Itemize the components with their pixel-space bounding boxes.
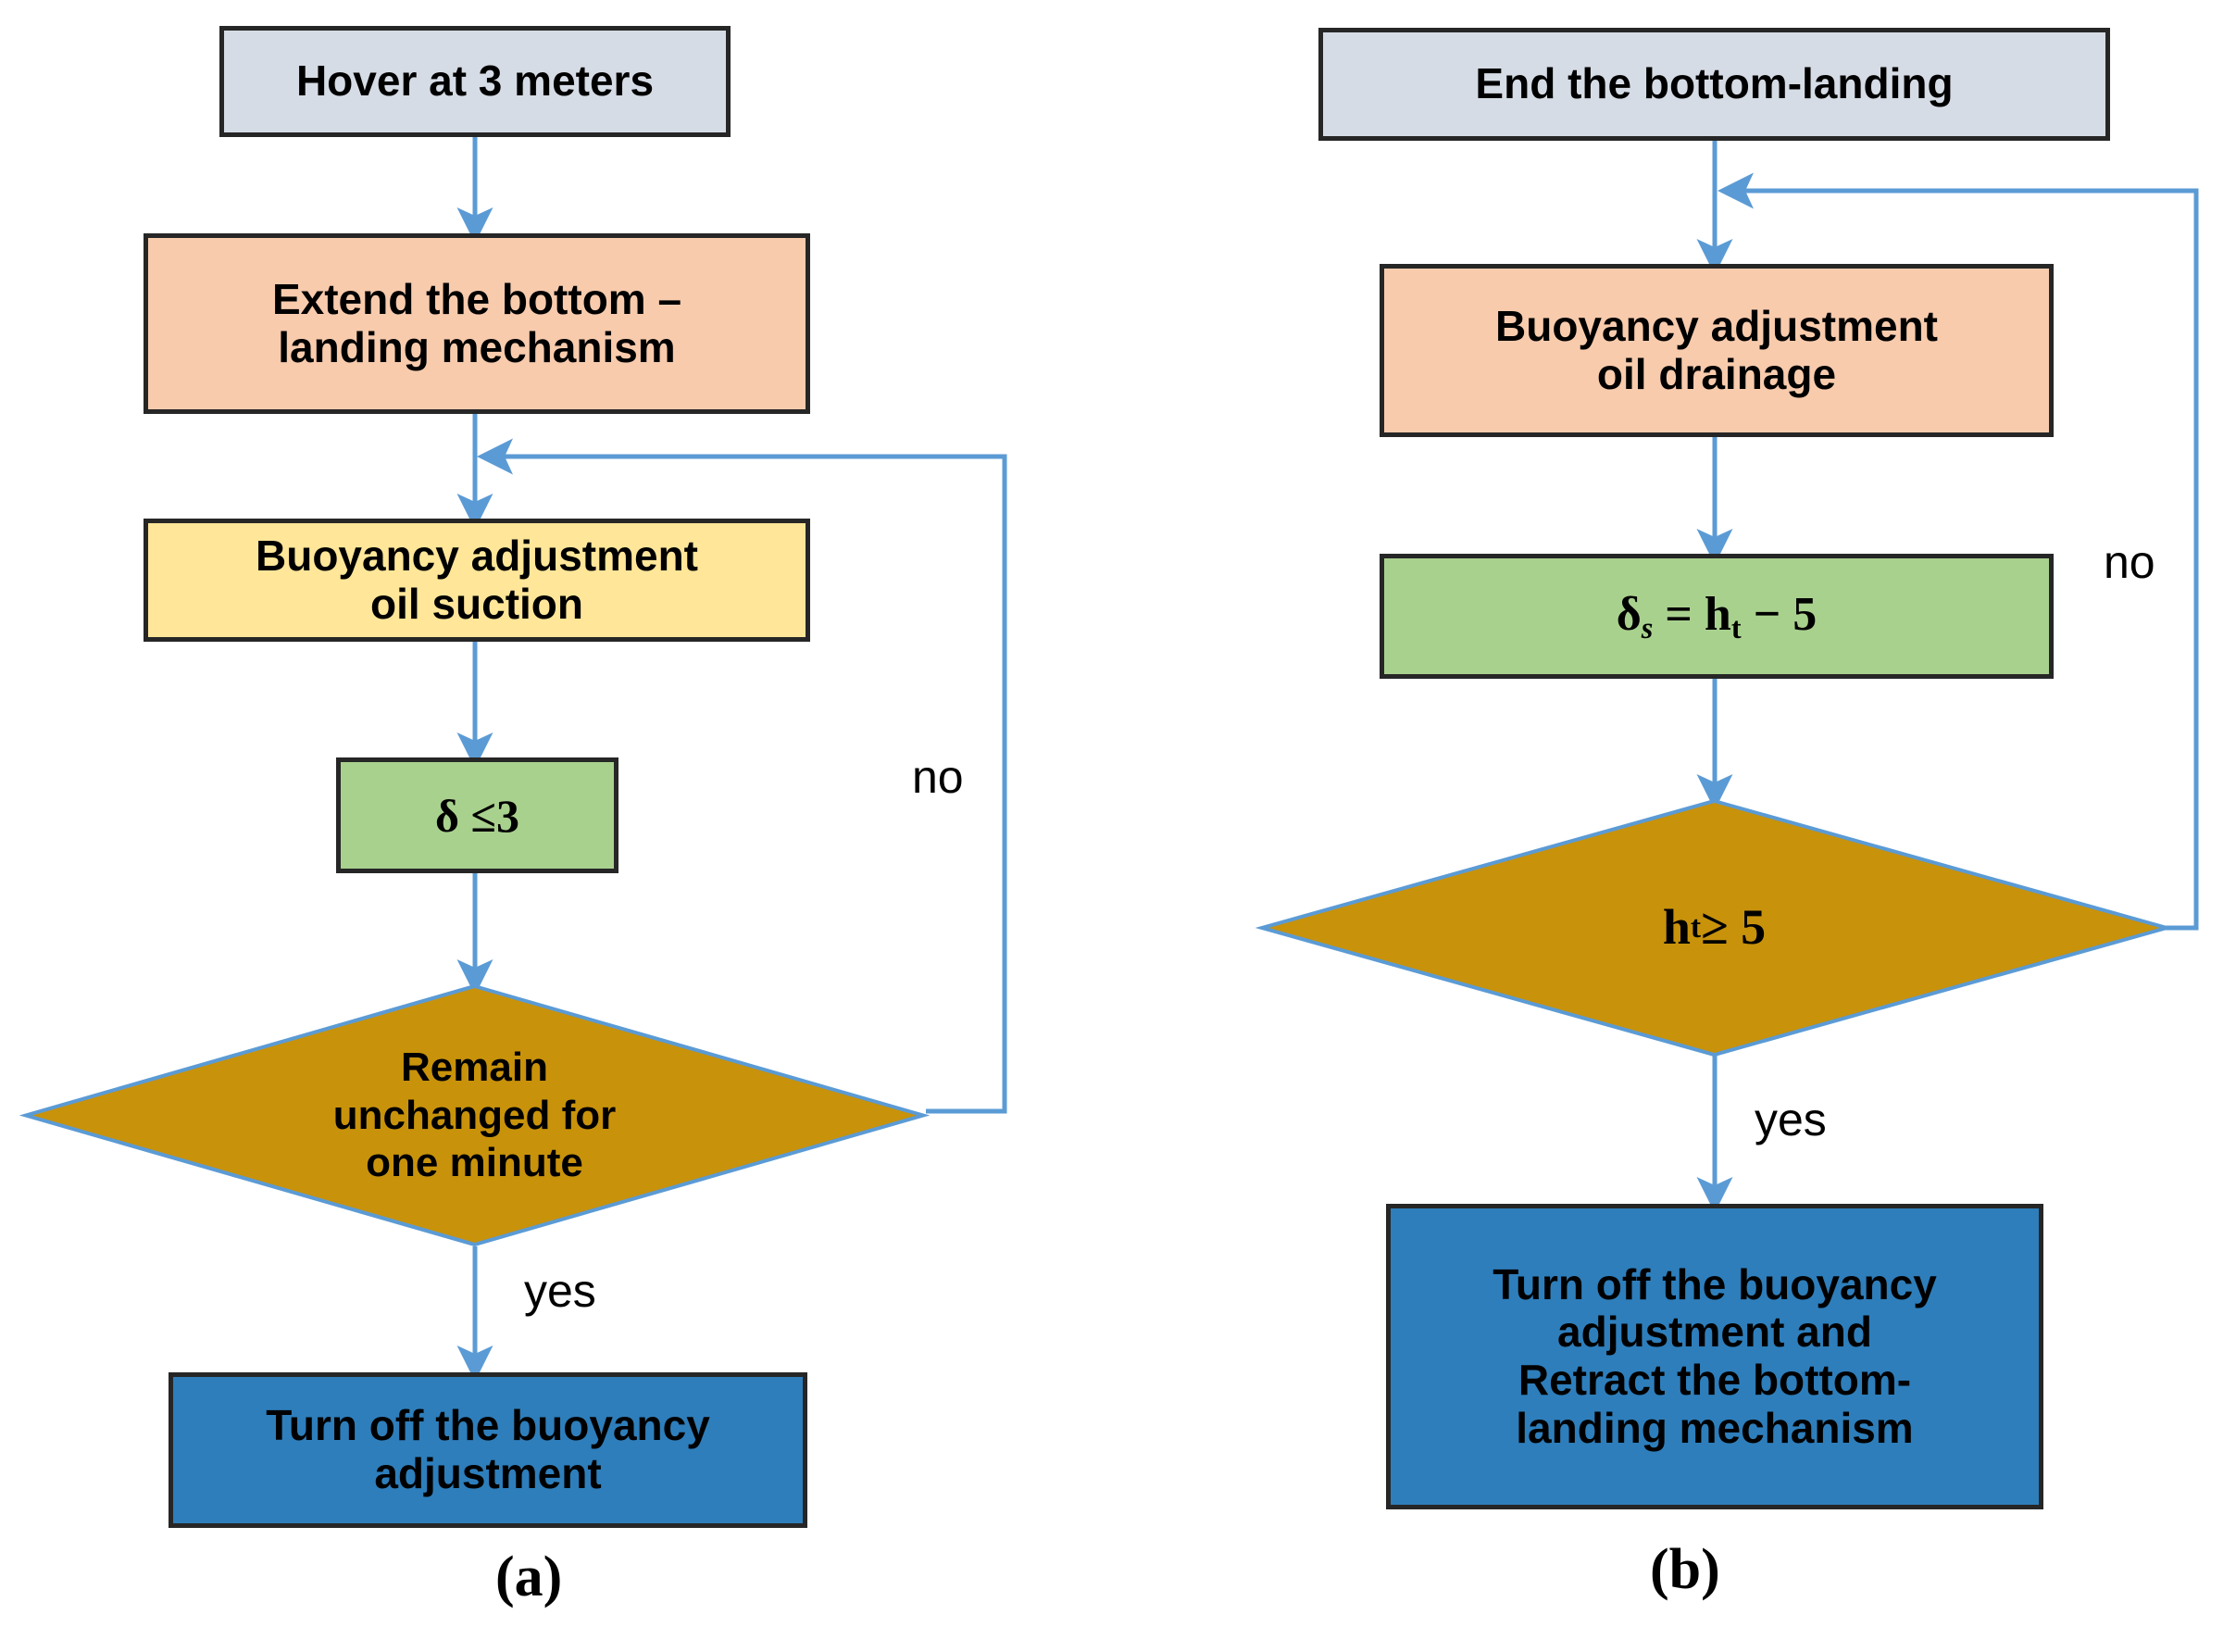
node-delta-s-equals-ht-minus-5[interactable]: δs = ht − 5: [1380, 554, 2054, 679]
node-end-the-bottom-landing[interactable]: End the bottom-landing: [1318, 28, 2110, 141]
formula-tail: − 5: [1741, 587, 1818, 641]
node-label-line1: Buoyancy adjustment: [256, 531, 698, 580]
diamond-shape: [1255, 798, 2174, 1058]
node-turn-off-and-retract[interactable]: Turn off the buoyancy adjustment and Ret…: [1386, 1204, 2043, 1509]
node-label-line3: Retract the bottom-: [1518, 1356, 1912, 1404]
decision-remain-unchanged-one-minute[interactable]: Remain unchanged for one minute: [19, 983, 931, 1247]
node-label-line2: oil suction: [370, 579, 583, 628]
edge-a5-a3-no: [476, 438, 1007, 1114]
diamond-shape: [19, 983, 931, 1247]
node-formula: δs = ht − 5: [1384, 588, 2049, 645]
node-extend-bottom-landing-mechanism[interactable]: Extend the bottom – landing mechanism: [144, 233, 810, 414]
node-hover-at-3-meters[interactable]: Hover at 3 meters: [219, 26, 731, 137]
node-delta-le-3[interactable]: δ ≤3: [336, 757, 618, 873]
edge-label-a-no: no: [912, 751, 964, 803]
node-label: δ ≤3: [435, 789, 519, 842]
formula-delta-subscript: s: [1641, 610, 1654, 645]
node-label-line2: landing mechanism: [278, 322, 676, 371]
node-turn-off-buoyancy-adjustment[interactable]: Turn off the buoyancy adjustment: [169, 1372, 807, 1528]
node-buoyancy-adjustment-oil-suction[interactable]: Buoyancy adjustment oil suction: [144, 519, 810, 642]
node-label-line1: Buoyancy adjustment: [1495, 301, 1938, 350]
formula-delta: δ: [1616, 587, 1642, 641]
node-label: End the bottom-landing: [1475, 59, 1954, 108]
node-buoyancy-adjustment-oil-drainage[interactable]: Buoyancy adjustment oil drainage: [1380, 264, 2054, 437]
edge-label-b-yes: yes: [1755, 1094, 1827, 1145]
node-label-line2: adjustment: [374, 1449, 602, 1497]
edge-label-a-yes: yes: [524, 1265, 596, 1317]
node-label-line4: landing mechanism: [1516, 1403, 1914, 1452]
formula-equals-h: = h: [1653, 587, 1731, 641]
node-label-line2: adjustment and: [1557, 1308, 1872, 1357]
node-label-line1: Turn off the buoyancy: [1493, 1259, 1937, 1308]
node-label-line1: Turn off the buoyancy: [266, 1401, 710, 1450]
caption-a: (a): [495, 1546, 563, 1608]
node-label-line1: Extend the bottom –: [271, 274, 682, 323]
node-label: Hover at 3 meters: [295, 56, 655, 106]
edge-label-b-no: no: [2104, 536, 2155, 588]
node-label-line2: oil drainage: [1596, 349, 1837, 398]
formula-h-subscript: t: [1730, 610, 1742, 645]
caption-b: (b): [1650, 1538, 1720, 1601]
